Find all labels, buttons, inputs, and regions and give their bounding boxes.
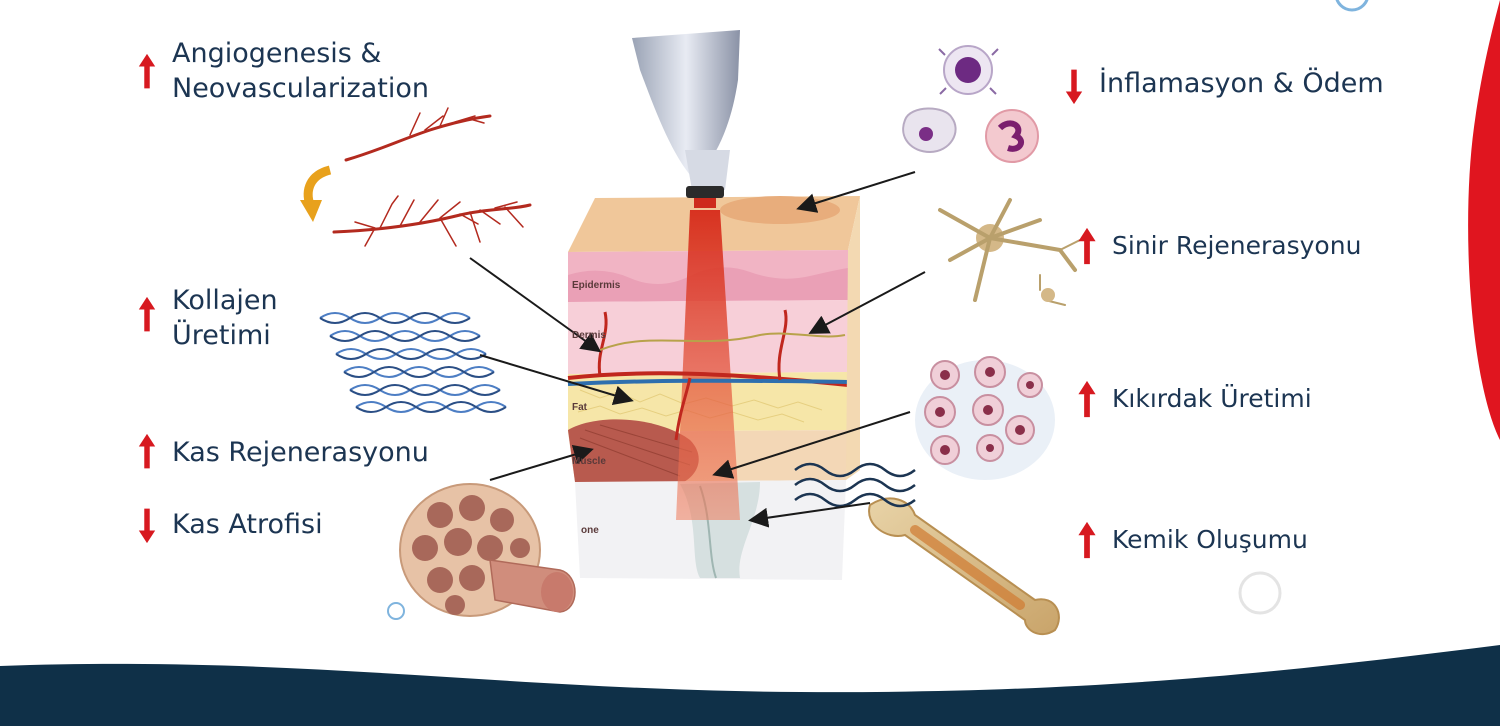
bone-illustration	[868, 497, 1060, 636]
label-kollajen-line1: Kollajen	[172, 285, 278, 316]
label-sinir-text: Sinir Rejenerasyonu	[1112, 231, 1362, 260]
label-kas-atrofisi-text: Kas Atrofisi	[172, 509, 323, 540]
navy-band	[0, 645, 1500, 726]
label-angiogenesis-line1: Angiogenesis &	[172, 38, 382, 69]
label-angiogenesis: Angiogenesis & Neovascularization	[136, 36, 429, 106]
laser-probe	[632, 30, 740, 208]
layer-label-bone: one	[581, 525, 599, 536]
layer-label-muscle: Muscle	[572, 456, 606, 467]
arrow-up-icon	[1078, 227, 1096, 265]
muscle-fiber-illustration	[399, 483, 576, 617]
layer-label-dermis: Dermis	[572, 330, 606, 341]
arrow-down-icon	[1065, 69, 1083, 105]
neuron-illustration	[938, 198, 1081, 306]
label-inflamasyon-text: İnflamasyon & Ödem	[1099, 68, 1384, 99]
layer-label-fat: Fat	[572, 402, 587, 413]
label-kas-rejenerasyonu: Kas Rejenerasyonu	[136, 432, 429, 472]
decor-circle-bottom	[1238, 571, 1282, 615]
red-accent-shape	[1468, 0, 1500, 440]
layer-label-epidermis: Epidermis	[572, 280, 621, 291]
label-kemik: Kemik Oluşumu	[1076, 520, 1308, 562]
connector-arrows	[469, 171, 926, 528]
label-sinir: Sinir Rejenerasyonu	[1076, 226, 1361, 268]
label-kas-atrofisi: Kas Atrofisi	[136, 505, 323, 545]
wave-lines	[794, 462, 916, 508]
label-kas-rejenerasyonu-text: Kas Rejenerasyonu	[172, 437, 429, 468]
laser-beam	[676, 210, 740, 520]
arrow-up-icon	[138, 433, 156, 469]
arrow-up-icon	[1078, 521, 1096, 559]
cartilage-cells-illustration	[915, 356, 1055, 480]
decor-circle-small	[387, 602, 405, 620]
label-kemik-text: Kemik Oluşumu	[1112, 525, 1308, 554]
label-angiogenesis-line2: Neovascularization	[172, 73, 429, 104]
label-kollajen-line2: Üretimi	[172, 320, 271, 351]
decor-circle-top	[1335, 0, 1369, 12]
label-kollajen: Kollajen Üretimi	[136, 283, 278, 353]
arrow-up-icon	[138, 53, 156, 89]
label-kikirdak: Kıkırdak Üretimi	[1076, 379, 1312, 421]
arrow-down-icon	[138, 508, 156, 544]
collagen-helix-illustration	[319, 312, 507, 413]
arrow-up-icon	[1078, 380, 1096, 418]
blood-vessel-illustration	[332, 107, 532, 247]
curved-arrow-icon	[303, 165, 332, 207]
immune-cells-illustration	[902, 45, 1039, 163]
skin-cross-section	[567, 196, 860, 580]
label-kikirdak-text: Kıkırdak Üretimi	[1112, 384, 1312, 413]
label-inflamasyon: İnflamasyon & Ödem	[1063, 66, 1384, 106]
arrow-up-icon	[138, 296, 156, 332]
